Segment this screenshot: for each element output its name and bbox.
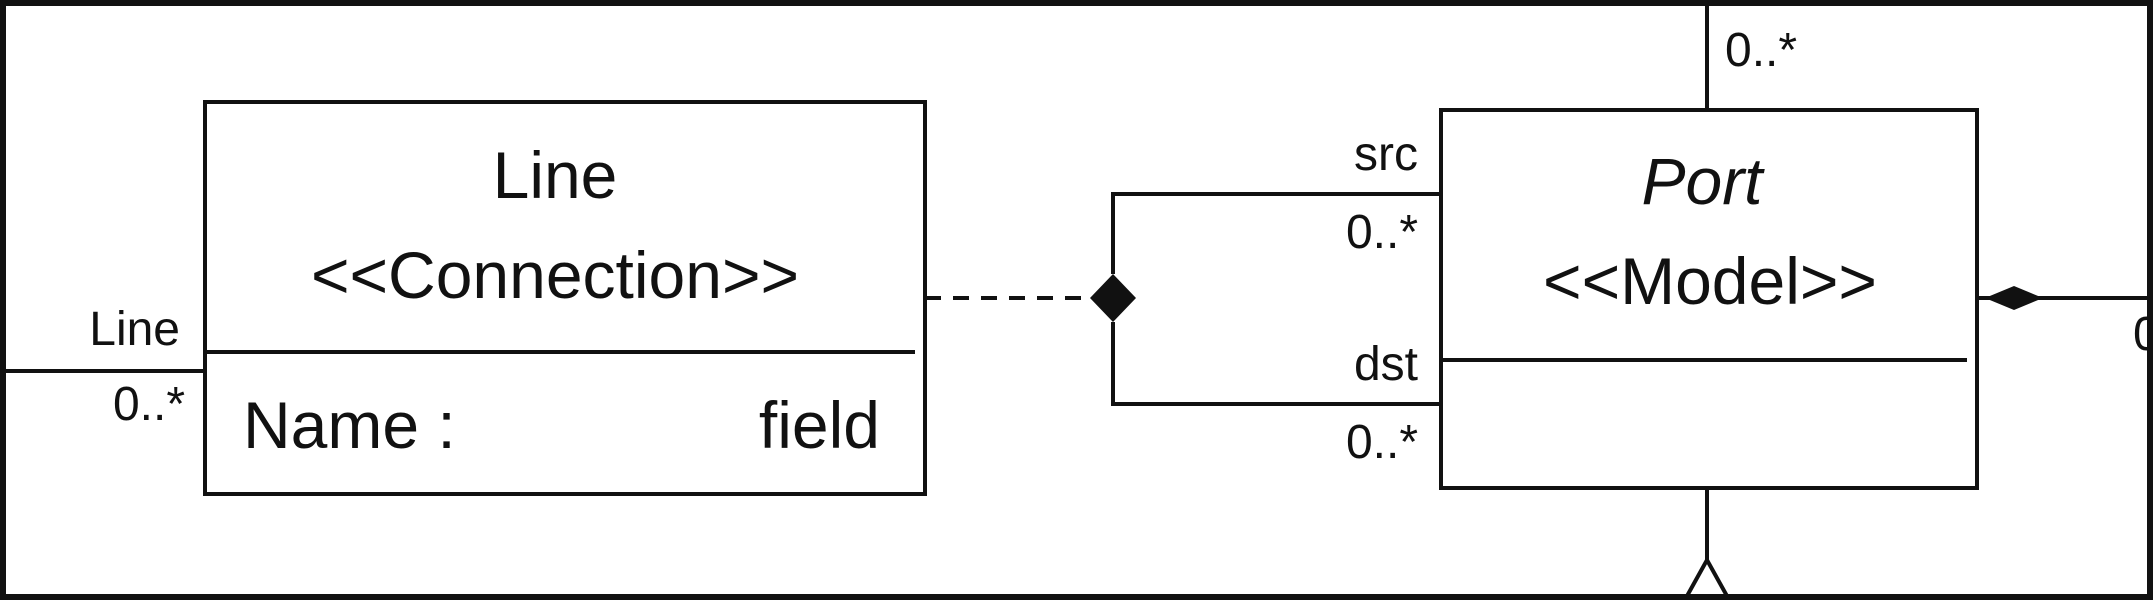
association-dst-role: dst [1354,338,1418,391]
class-line-box [203,100,927,496]
association-src-multiplicity: 0..* [1346,206,1418,259]
association-src-dst: src 0..* dst 0..* [1090,128,1441,469]
class-line-attribute-name: Name : [243,388,456,462]
association-line-left-role: Line [89,303,180,356]
association-port-top: 0..* [1705,6,1797,110]
class-port[interactable]: Port <<Model>> [1439,108,1979,490]
class-line[interactable]: Line <<Connection>> Name : field [203,100,927,496]
association-port-top-multiplicity: 0..* [1725,24,1797,77]
association-src-edge [1111,192,1441,274]
association-dst-multiplicity: 0..* [1346,416,1418,469]
composition-diamond [1090,274,1136,322]
class-line-name: Line [493,138,618,212]
class-port-name: Port [1641,144,1765,218]
association-line-left: Line 0..* [5,303,205,431]
association-dst-edge [1111,322,1441,406]
association-line-left-multiplicity: 0..* [113,378,185,431]
class-line-attribute-type: field [759,388,880,462]
class-line-stereotype: <<Connection>> [311,238,799,312]
association-src-role: src [1354,128,1418,181]
class-port-stereotype: <<Model>> [1543,244,1877,318]
